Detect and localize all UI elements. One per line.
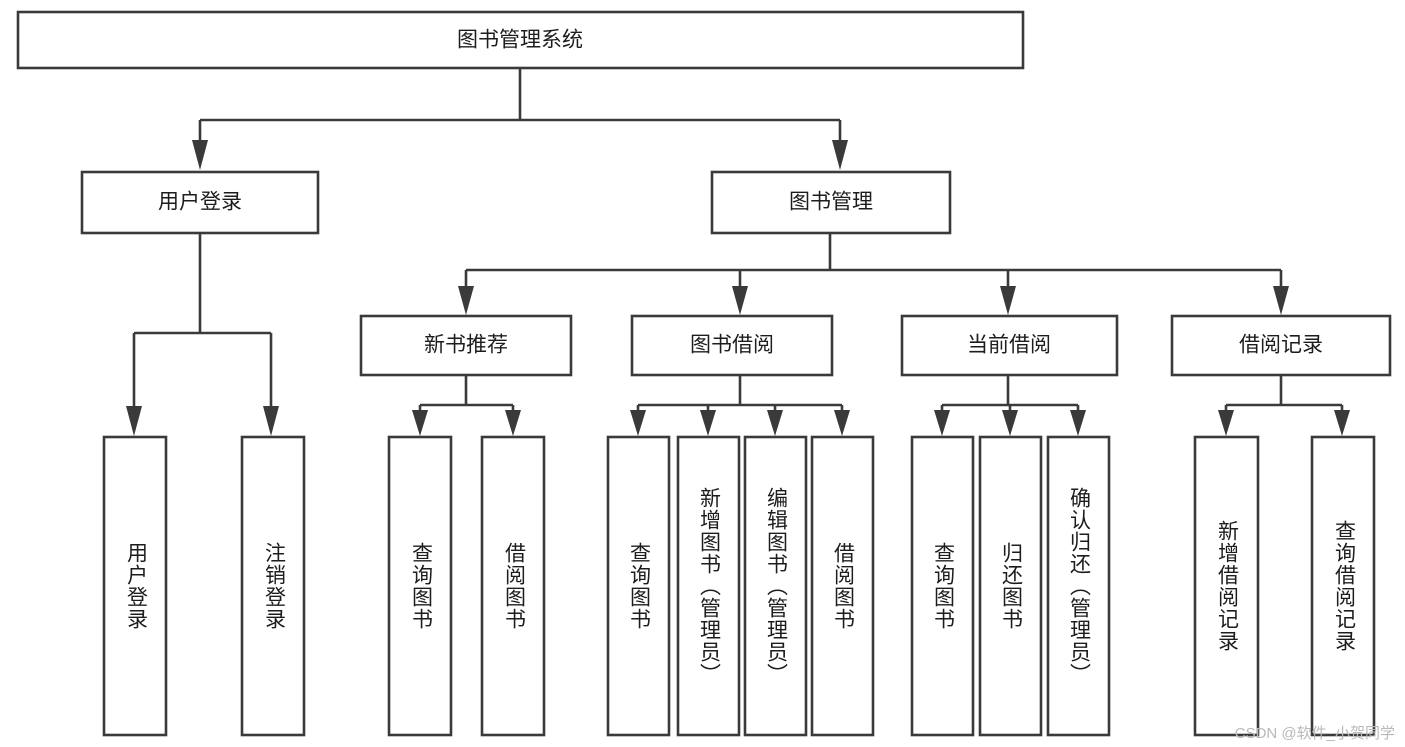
node-leaf-borrow-query-book-box[interactable] <box>606 435 671 737</box>
node-book-manage-label: 图书管理 <box>789 191 873 214</box>
node-leaf-record-query-box[interactable] <box>1310 435 1376 737</box>
arrow-root-to-book-manage <box>832 140 848 170</box>
node-leaf-record-query[interactable]: 查询借阅记录 <box>1310 435 1376 737</box>
arrow-borrow-leaf4 <box>834 410 850 436</box>
node-leaf-user-login-label: 用户登录 <box>124 542 148 630</box>
node-leaf-borrow-add-book[interactable]: 新增图书（管理员） <box>676 435 741 737</box>
node-leaf-borrow-borrow-book[interactable]: 借阅图书 <box>810 435 875 737</box>
arrow-borrow-leaf1 <box>630 410 646 436</box>
node-root-box[interactable] <box>16 10 1025 70</box>
node-leaf-record-query-label: 查询借阅记录 <box>1332 520 1356 652</box>
node-leaf-current-query-book-label: 查询图书 <box>931 542 955 630</box>
node-leaf-rec-query-book[interactable]: 查询图书 <box>387 435 453 737</box>
node-leaf-user-login-box[interactable] <box>102 435 168 737</box>
node-leaf-record-add-label: 新增借阅记录 <box>1215 520 1239 652</box>
arrow-root-to-user-login <box>192 140 208 170</box>
node-leaf-user-logout-label: 注销登录 <box>262 542 286 630</box>
arrow-bm-to-borrow <box>732 286 748 315</box>
node-leaf-rec-query-book-box[interactable] <box>387 435 453 737</box>
node-leaf-borrow-borrow-book-box[interactable] <box>810 435 875 737</box>
node-borrow-record-label: 借阅记录 <box>1239 334 1323 357</box>
node-leaf-borrow-borrow-book-label: 借阅图书 <box>831 542 855 630</box>
node-book-manage-box[interactable] <box>710 170 952 235</box>
arrow-record-leaf1 <box>1218 410 1234 436</box>
arrow-user-login-leaf2 <box>263 406 279 436</box>
arrow-record-leaf2 <box>1334 410 1350 436</box>
arrow-current-leaf1 <box>934 410 950 436</box>
arrow-current-leaf2 <box>1002 410 1018 436</box>
node-leaf-user-logout[interactable]: 注销登录 <box>240 435 306 737</box>
node-leaf-current-return-book[interactable]: 归还图书 <box>978 435 1043 737</box>
node-current-borrow[interactable]: 当前借阅 <box>900 314 1119 377</box>
node-leaf-current-confirm-return-box[interactable] <box>1046 435 1111 737</box>
arrow-bm-to-current <box>1000 286 1016 315</box>
node-leaf-rec-borrow-book[interactable]: 借阅图书 <box>480 435 546 737</box>
node-book-borrow-label: 图书借阅 <box>690 334 774 357</box>
node-leaf-current-return-book-label: 归还图书 <box>999 542 1023 630</box>
node-leaf-borrow-edit-book-label: 编辑图书（管理员） <box>764 487 788 685</box>
node-borrow-record-box[interactable] <box>1170 314 1392 377</box>
node-leaf-current-query-book[interactable]: 查询图书 <box>910 435 975 737</box>
node-user-login[interactable]: 用户登录 <box>80 170 320 235</box>
node-leaf-record-add-box[interactable] <box>1193 435 1260 737</box>
node-user-login-label: 用户登录 <box>158 191 242 214</box>
arrow-rec-leaf1 <box>412 410 428 436</box>
node-new-book-rec-box[interactable] <box>359 314 573 377</box>
arrow-borrow-leaf3 <box>767 410 783 436</box>
node-leaf-borrow-edit-book[interactable]: 编辑图书（管理员） <box>743 435 808 737</box>
node-leaf-current-query-book-box[interactable] <box>910 435 975 737</box>
node-leaf-borrow-query-book-label: 查询图书 <box>627 542 651 630</box>
node-leaf-current-confirm-return[interactable]: 确认归还（管理员） <box>1046 435 1111 737</box>
node-new-book-rec-label: 新书推荐 <box>424 334 508 357</box>
node-leaf-rec-borrow-book-box[interactable] <box>480 435 546 737</box>
node-book-borrow-box[interactable] <box>630 314 834 377</box>
node-book-borrow[interactable]: 图书借阅 <box>630 314 834 377</box>
node-current-borrow-box[interactable] <box>900 314 1119 377</box>
arrow-bm-to-rec <box>458 286 474 315</box>
node-leaf-rec-query-book-label: 查询图书 <box>409 542 433 630</box>
node-leaf-current-confirm-return-label: 确认归还（管理员） <box>1067 487 1091 685</box>
node-leaf-current-return-book-box[interactable] <box>978 435 1043 737</box>
node-leaf-borrow-add-book-label: 新增图书（管理员） <box>697 487 721 685</box>
node-leaf-user-login[interactable]: 用户登录 <box>102 435 168 737</box>
node-book-manage[interactable]: 图书管理 <box>710 170 952 235</box>
node-borrow-record[interactable]: 借阅记录 <box>1170 314 1392 377</box>
arrow-rec-leaf2 <box>505 410 521 436</box>
arrow-borrow-leaf2 <box>700 410 716 436</box>
connector-layer <box>126 68 1350 436</box>
node-leaf-borrow-query-book[interactable]: 查询图书 <box>606 435 671 737</box>
node-leaf-borrow-add-book-box[interactable] <box>676 435 741 737</box>
node-leaf-user-logout-box[interactable] <box>240 435 306 737</box>
node-leaf-record-add[interactable]: 新增借阅记录 <box>1193 435 1260 737</box>
arrow-user-login-leaf1 <box>126 406 142 436</box>
node-leaf-rec-borrow-book-label: 借阅图书 <box>502 542 526 630</box>
node-root-label: 图书管理系统 <box>457 29 583 52</box>
csdn-watermark: CSDN @软件_小贺同学 <box>1234 725 1395 742</box>
node-leaf-borrow-edit-book-box[interactable] <box>743 435 808 737</box>
node-root[interactable]: 图书管理系统 <box>16 10 1025 70</box>
node-user-login-box[interactable] <box>80 170 320 235</box>
node-current-borrow-label: 当前借阅 <box>967 334 1051 357</box>
arrow-current-leaf3 <box>1070 410 1086 436</box>
arrow-bm-to-record <box>1273 286 1289 315</box>
node-new-book-rec[interactable]: 新书推荐 <box>359 314 573 377</box>
